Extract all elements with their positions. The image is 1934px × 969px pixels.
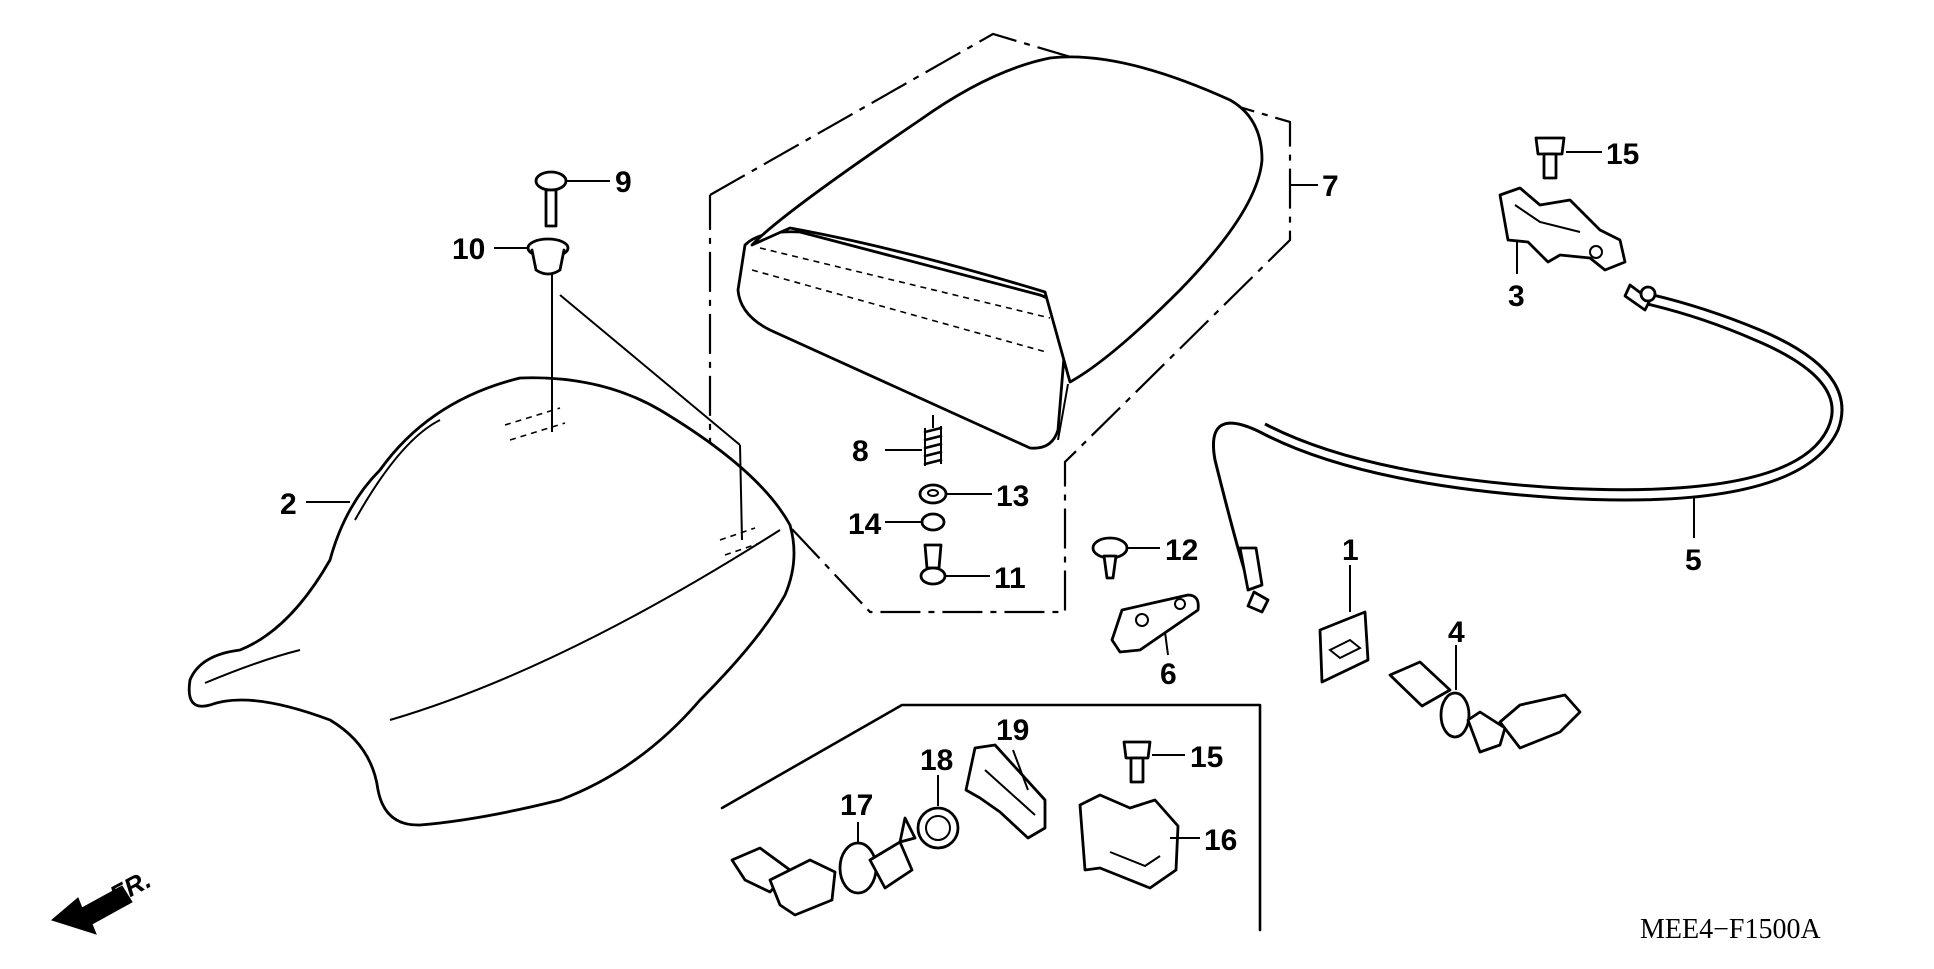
- bolt-15-variant: [1122, 740, 1152, 784]
- latch-3: [1498, 186, 1627, 272]
- callout-4: 4: [1448, 616, 1465, 649]
- ring-18: [916, 806, 960, 850]
- main-seat: [187, 376, 796, 827]
- screw-11: [919, 543, 947, 586]
- callout-15-variant: 15: [1190, 741, 1223, 774]
- callouts: 9 10 2 7 8 13 14 11 12 6 15 3 5 1 4 19 1…: [280, 138, 1702, 857]
- callout-16: 16: [1204, 824, 1237, 857]
- callout-9: 9: [615, 166, 632, 199]
- front-arrow-icon: [50, 885, 133, 935]
- callout-18: 18: [920, 744, 953, 777]
- spring-8: [923, 415, 943, 466]
- callout-12: 12: [1165, 534, 1198, 567]
- callout-3: 3: [1508, 280, 1525, 313]
- callout-19: 19: [996, 714, 1029, 747]
- callout-8: 8: [852, 435, 869, 468]
- mounting-leaders: [551, 272, 743, 541]
- callout-10: 10: [452, 233, 485, 266]
- collar-14: [920, 512, 946, 532]
- seat-cowl: [736, 55, 1264, 450]
- bolt-9: [534, 170, 568, 228]
- leader-lines: [306, 151, 1695, 844]
- callout-1: 1: [1342, 534, 1359, 567]
- callout-11: 11: [994, 562, 1026, 595]
- key-lock-17: [730, 816, 917, 917]
- key-lock-4: [1388, 660, 1582, 754]
- clip-19: [964, 743, 1047, 840]
- front-indicator: FR.: [50, 864, 156, 935]
- callout-15-top: 15: [1606, 138, 1639, 171]
- callout-13: 13: [996, 480, 1029, 513]
- latch-16: [1078, 793, 1180, 890]
- grommet-10: [526, 237, 570, 276]
- bolt-15-top: [1534, 136, 1566, 180]
- callout-14: 14: [848, 508, 882, 541]
- diagram-code: MEE4−F1500A: [1640, 914, 1821, 945]
- callout-17: 17: [840, 789, 873, 822]
- clip-12: [1091, 536, 1129, 580]
- clip-plate-1: [1318, 610, 1370, 684]
- lock-cable-5: [1212, 283, 1844, 614]
- bracket-6: [1110, 593, 1200, 654]
- callout-7: 7: [1322, 170, 1339, 203]
- callout-5: 5: [1685, 544, 1702, 577]
- washer-13: [918, 483, 948, 505]
- variant-box-outline: [720, 703, 1262, 932]
- callout-2: 2: [280, 488, 297, 521]
- callout-6: 6: [1160, 658, 1177, 691]
